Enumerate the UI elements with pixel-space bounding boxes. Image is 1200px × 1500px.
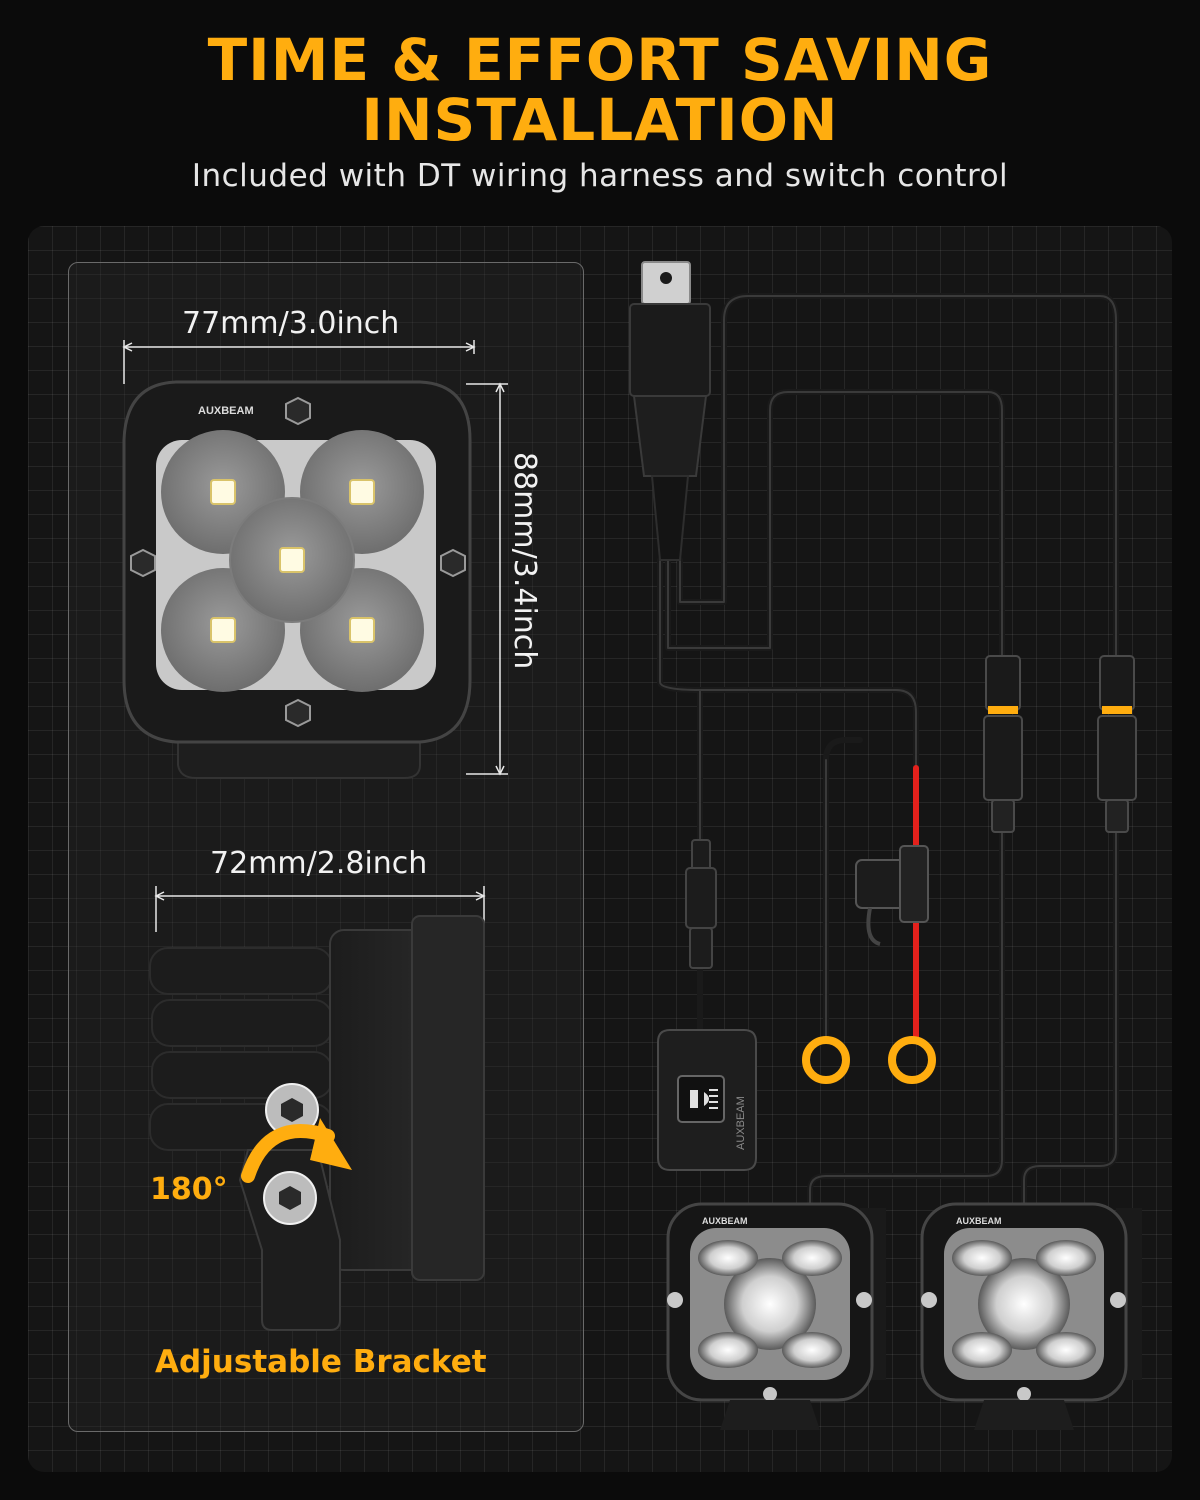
front-height-label: 88mm/3.4inch xyxy=(507,452,542,670)
light-pod-side-view xyxy=(149,915,485,1331)
light-pod-right: AUXBEAM xyxy=(920,1202,1142,1430)
dt-connector-icon-2 xyxy=(1097,655,1137,833)
switch-connector-icon xyxy=(685,839,717,969)
rotate-arrow-icon xyxy=(241,1118,352,1183)
wiring-harness xyxy=(657,293,1119,1217)
product-board xyxy=(28,226,1172,1472)
page-subtitle: Included with DT wiring harness and swit… xyxy=(191,158,1009,194)
dt-connector-icon xyxy=(983,655,1023,833)
brand-logo-front: AUXBEAM xyxy=(198,405,254,417)
bracket-label: Adjustable Bracket xyxy=(155,1344,487,1380)
switch-icon: AUXBEAM xyxy=(657,1029,757,1171)
front-height-dimension xyxy=(466,382,508,776)
brand-logo-switch: AUXBEAM xyxy=(735,1096,747,1150)
relay-icon xyxy=(629,261,711,561)
rotation-label: 180° xyxy=(150,1172,228,1207)
front-width-label: 77mm/3.0inch xyxy=(182,306,400,341)
brand-logo-pod-right: AUXBEAM xyxy=(956,1216,1002,1226)
brand-logo-pod-left: AUXBEAM xyxy=(702,1216,748,1226)
side-width-dimension xyxy=(154,886,486,932)
fuse-holder-icon xyxy=(855,845,929,946)
light-pod-left: AUXBEAM xyxy=(666,1202,886,1430)
side-width-label: 72mm/2.8inch xyxy=(210,846,428,881)
front-width-dimension xyxy=(122,340,476,384)
page-title-line1: TIME & EFFORT SAVING xyxy=(207,26,993,94)
ring-terminal-icon xyxy=(802,1036,936,1084)
light-pod-front-view: AUXBEAM xyxy=(122,380,472,779)
page-title-line2: INSTALLATION xyxy=(361,86,839,154)
